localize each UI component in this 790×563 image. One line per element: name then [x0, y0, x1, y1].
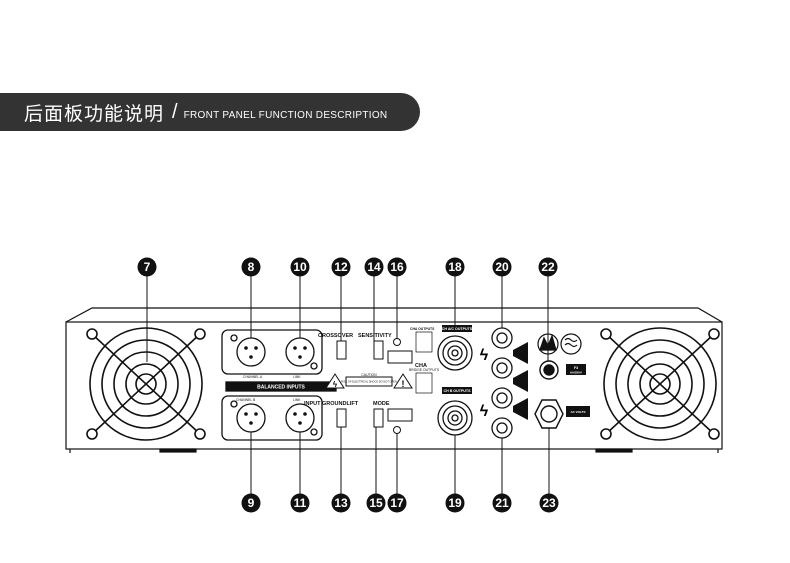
fuse-rating: 6A/250V — [570, 371, 582, 375]
callout-number: 9 — [248, 496, 255, 510]
power-inlet[interactable] — [534, 399, 564, 429]
cha-outputs-label: CHA OUTPUTS — [410, 327, 435, 331]
callout-badge — [387, 257, 407, 277]
callout-badge — [538, 257, 558, 277]
header-separator: / — [172, 100, 178, 123]
callouts: 7 8 10 12 14 16 18 20 22 9 11 13 15 17 19 21 23 — [137, 257, 559, 513]
bridge-outputs-label: BRIDGE OUTPUTS — [409, 368, 440, 372]
ch-ac-outputs-tag — [442, 325, 472, 332]
groundlift-switch[interactable] — [336, 408, 347, 428]
speakon-output-a[interactable] — [437, 335, 473, 371]
callout-badge — [331, 257, 351, 277]
leader-lines — [146, 276, 550, 494]
ch-ac-outputs-label: CH A/C OUTPUTS — [442, 327, 473, 331]
callout-badge — [445, 493, 465, 513]
link-a-label: LINK — [293, 375, 301, 379]
led-legend-a — [387, 350, 413, 364]
ac-tag — [566, 406, 590, 417]
callout-number: 18 — [448, 260, 462, 274]
channel-a-label: CHANNEL A — [243, 375, 263, 379]
callout-badge — [241, 493, 261, 513]
callout-number: 7 — [144, 260, 151, 274]
callout-badge — [290, 493, 310, 513]
mode-switch[interactable] — [373, 408, 384, 428]
lightning-icon: ϟ — [480, 403, 489, 420]
sensitivity-switch[interactable] — [373, 340, 384, 360]
callout-badge — [387, 493, 407, 513]
callout-number: 21 — [495, 496, 509, 510]
callout-badge — [539, 493, 559, 513]
bridge-wiring-table — [415, 372, 433, 394]
clip-led-b — [393, 426, 401, 434]
callout-badge — [241, 257, 261, 277]
output-wiring-table — [415, 331, 433, 353]
clip-led-a — [393, 338, 401, 346]
crossover-switch[interactable] — [336, 340, 347, 360]
cooling-fan-right — [600, 327, 720, 441]
callout-badge — [364, 257, 384, 277]
ac-label: AC VOLTS — [571, 410, 586, 414]
callout-badge — [331, 493, 351, 513]
compliance-icons — [537, 333, 582, 355]
mode-label: MODE — [373, 401, 390, 407]
caution-label: CAUTION — [361, 373, 377, 377]
callout-number: 12 — [334, 260, 348, 274]
callout-number: 11 — [294, 496, 307, 510]
caution-panel — [325, 373, 413, 389]
binding-posts[interactable] — [491, 327, 513, 439]
callout-badge — [290, 257, 310, 277]
header-title-en: FRONT PANEL FUNCTION DESCRIPTION — [183, 109, 388, 121]
shock-icon: ϟ — [333, 380, 338, 389]
balanced-inputs-label: BALANCED INPUTS — [257, 385, 305, 391]
cha-label: CHA — [415, 363, 427, 369]
callout-number: 8 — [248, 260, 255, 274]
sensitivity-label: SENSITIVITY — [358, 333, 392, 339]
header-title-cn: 后面板功能说明 — [24, 102, 165, 125]
link-b-label: LINK — [293, 398, 301, 402]
callout-number: 20 — [495, 260, 509, 274]
fuse-tag — [566, 364, 586, 375]
callout-number: 16 — [390, 260, 404, 274]
input-groundlift-label: INPUT GROUNDLIFT — [304, 401, 359, 407]
xlr-inputs — [221, 329, 337, 441]
callout-badge — [492, 493, 512, 513]
callout-number: 14 — [367, 260, 381, 274]
lightning-icon: ϟ — [480, 347, 489, 364]
callout-badge — [445, 257, 465, 277]
crossover-label: CROSSOVER — [318, 333, 353, 339]
callout-badge — [366, 493, 386, 513]
callout-badge — [492, 257, 512, 277]
ch-b-outputs-label: CH B OUTPUTS — [444, 389, 472, 393]
warning-icon: ! — [402, 379, 405, 389]
callout-number: 13 — [334, 496, 348, 510]
callout-number: 15 — [369, 496, 383, 510]
callout-badge — [137, 257, 157, 277]
caution-text: RISK OF ELECTRICAL SHOCK DO NOT OPEN — [341, 380, 397, 384]
channel-b-label: CHANNEL B — [236, 398, 256, 402]
led-legend-b — [387, 408, 413, 422]
fuse-holder[interactable] — [539, 360, 559, 380]
speaker-icons — [513, 342, 528, 420]
callout-number: 22 — [541, 260, 555, 274]
callout-number: 23 — [542, 496, 556, 510]
ch-b-outputs-tag — [442, 387, 472, 394]
cooling-fan-left — [86, 327, 206, 441]
callout-number: 10 — [293, 260, 307, 274]
section-header: 后面板功能说明 / FRONT PANEL FUNCTION DESCRIPTI… — [0, 93, 420, 131]
callout-number: 19 — [448, 496, 462, 510]
callout-number: 17 — [390, 496, 404, 510]
fuse-label: F3 — [574, 366, 578, 370]
